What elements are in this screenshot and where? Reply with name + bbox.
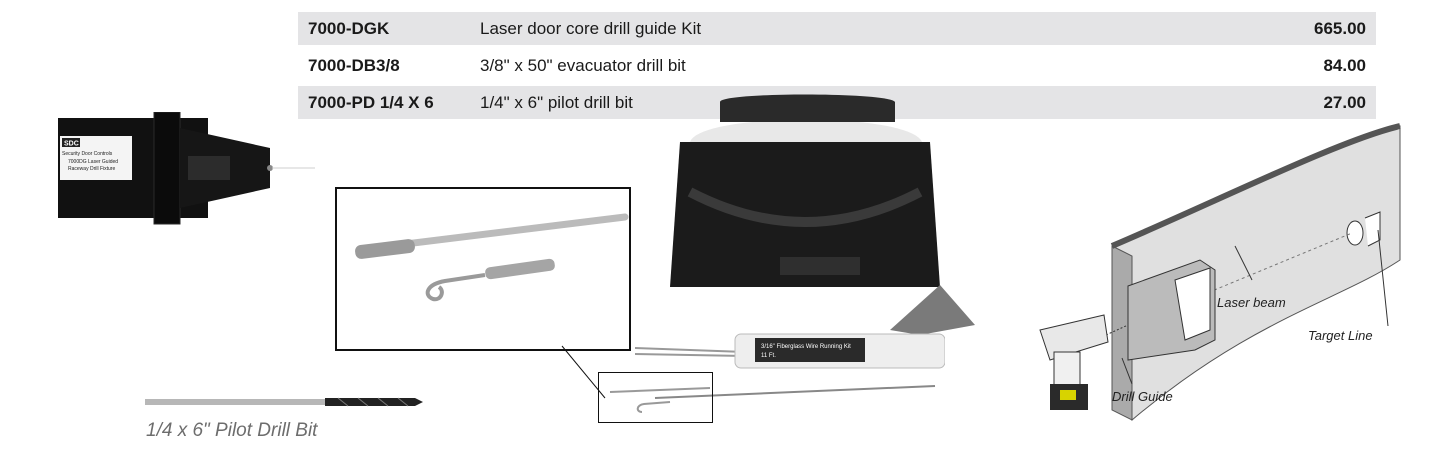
tool-bag-image bbox=[670, 94, 940, 287]
kit-tube-label-line2: 11 Ft. bbox=[761, 353, 776, 359]
hook-fitting bbox=[485, 258, 555, 280]
price-table: 7000-DGK Laser door core drill guide Kit… bbox=[298, 12, 1376, 119]
price: 84.00 bbox=[1323, 55, 1366, 75]
door-top-edge bbox=[1110, 123, 1401, 249]
bag-strap bbox=[687, 187, 923, 227]
pilot-drill-bit-image bbox=[145, 397, 423, 407]
sku: 7000-PD 1/4 X 6 bbox=[308, 92, 434, 112]
wedge bbox=[890, 285, 975, 335]
drill-bit-shank bbox=[145, 399, 325, 405]
drill-guide-plate bbox=[1174, 267, 1211, 341]
inset-frame bbox=[335, 187, 631, 351]
pilot-drill-bit-caption: 1/4 x 6" Pilot Drill Bit bbox=[146, 420, 318, 441]
description: 1/4" x 6" pilot drill bit bbox=[480, 92, 633, 112]
bag-body bbox=[670, 142, 940, 287]
bag-strap-pad bbox=[780, 257, 860, 275]
target bbox=[1364, 211, 1381, 247]
description: 3/8" x 50" evacuator drill bit bbox=[480, 55, 686, 75]
rod-tip-fitting bbox=[355, 239, 415, 259]
door-face bbox=[1111, 125, 1401, 421]
bag-handle bbox=[720, 94, 895, 122]
description: Laser door core drill guide Kit bbox=[480, 18, 702, 38]
table-row: 7000-DGK Laser door core drill guide Kit… bbox=[298, 12, 1376, 45]
small-frame bbox=[598, 372, 713, 423]
callout-line bbox=[561, 345, 606, 399]
exit-hole bbox=[1346, 220, 1364, 246]
fixture-label-line3: Raceway Drill Fixture bbox=[68, 166, 115, 172]
kit-tube-label-line1: 3/16" Fiberglass Wire Running Kit bbox=[761, 344, 851, 350]
laser-aperture bbox=[267, 165, 273, 171]
cordless-drill-image bbox=[1039, 314, 1109, 410]
bag-interior bbox=[690, 119, 922, 142]
small-wire-tip-frame bbox=[598, 372, 713, 423]
fixture-label-line1: Security Door Controls bbox=[62, 151, 113, 157]
target-line-label: Target Line bbox=[1308, 328, 1373, 343]
kit-tube-label bbox=[755, 338, 865, 362]
laser-drill-fixture-image: SDC Security Door Controls 7000DG Laser … bbox=[58, 112, 315, 225]
table-row: 7000-DB3/8 3/8" x 50" evacuator drill bi… bbox=[298, 49, 1376, 82]
loose-fiberglass-rod bbox=[654, 385, 936, 399]
sku: 7000-DB3/8 bbox=[308, 55, 400, 75]
wire-tip-zoom-inset bbox=[335, 187, 631, 351]
drill-bit-flutes bbox=[325, 398, 423, 406]
fixture-label-line2: 7000DG Laser Guided bbox=[68, 159, 118, 165]
sdc-logo bbox=[62, 138, 80, 147]
installation-diagram bbox=[1039, 123, 1401, 421]
fixture-collar bbox=[153, 112, 181, 225]
laser-beam-label: Laser beam bbox=[1217, 295, 1286, 310]
drill-guide-label: Drill Guide bbox=[1112, 389, 1173, 404]
fixture-brand: SDC bbox=[64, 141, 79, 148]
hook-wire bbox=[425, 273, 486, 302]
price: 27.00 bbox=[1323, 92, 1366, 112]
fixture-mechanism bbox=[188, 156, 230, 180]
door-edge bbox=[1111, 245, 1133, 421]
door-wedge-image bbox=[890, 285, 975, 335]
wire-running-kit-tube: 3/16" Fiberglass Wire Running Kit 11 Ft. bbox=[635, 333, 945, 399]
sku: 7000-DGK bbox=[308, 18, 390, 38]
price: 665.00 bbox=[1314, 18, 1366, 38]
